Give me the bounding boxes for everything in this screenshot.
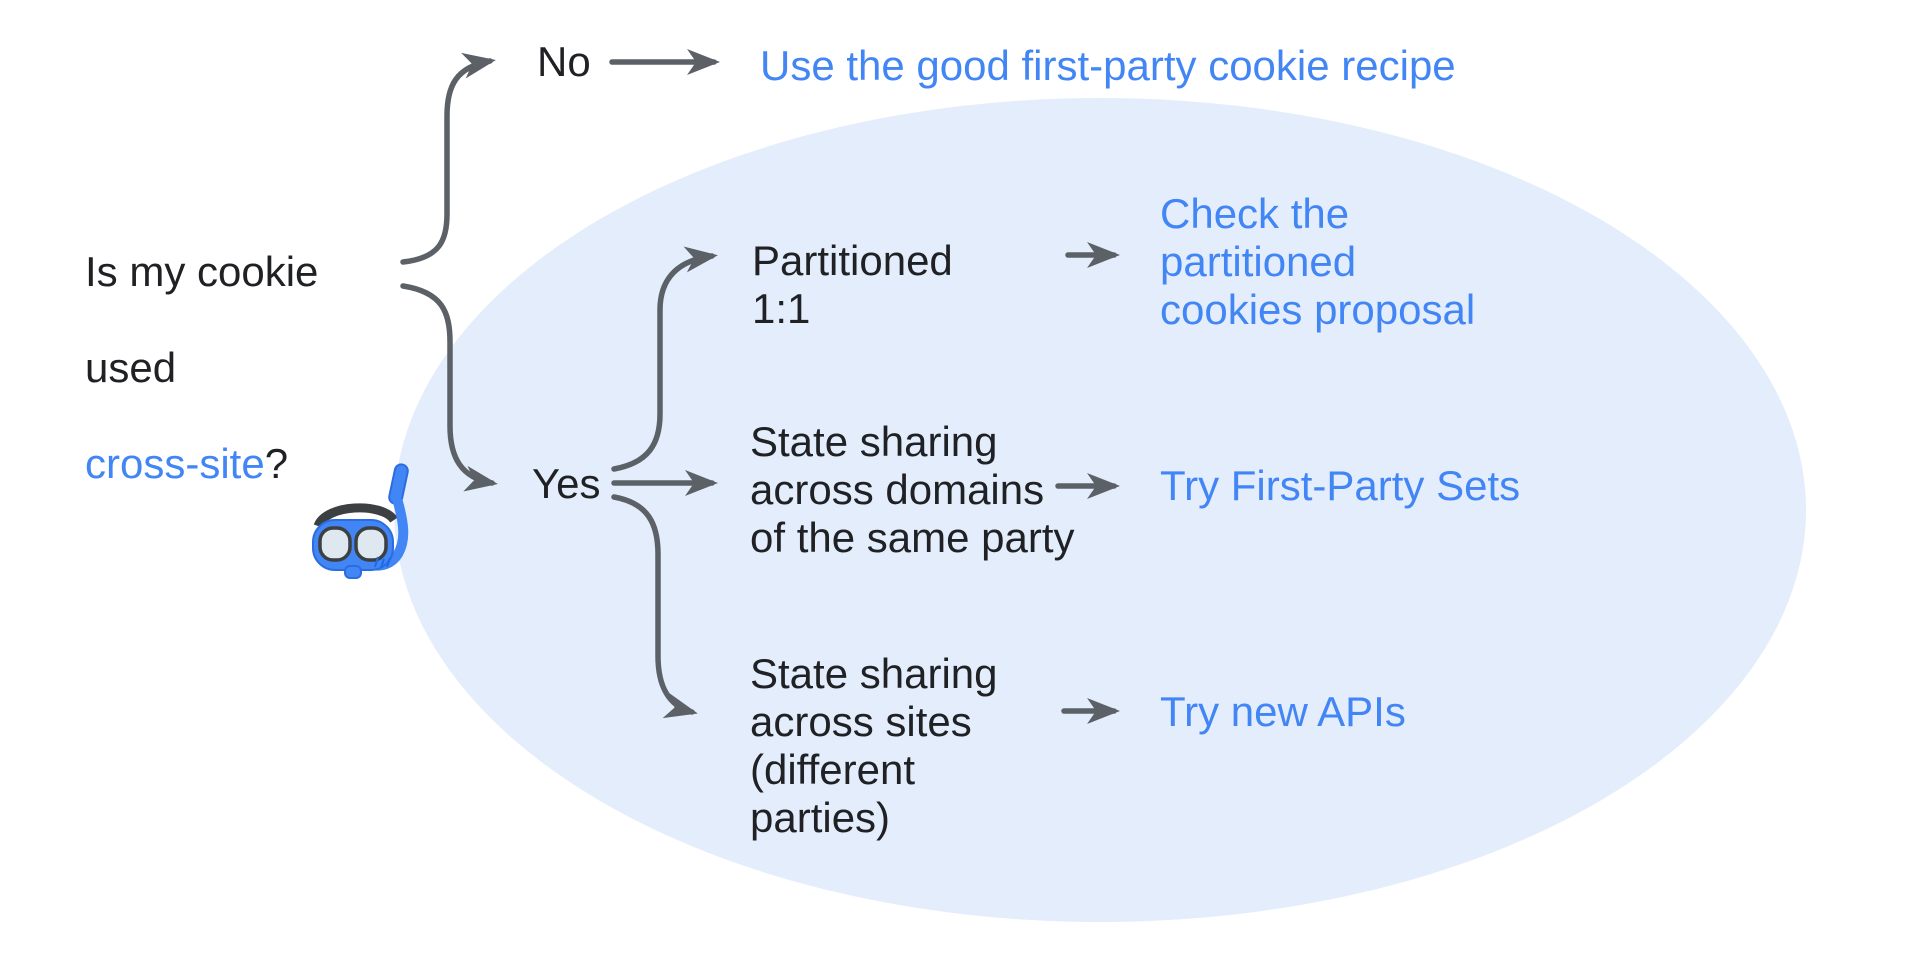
case-same-party-label: State sharing across domains of the same… bbox=[750, 418, 1075, 561]
arrow-question-to-no bbox=[400, 52, 496, 265]
branch-yes-label: Yes bbox=[532, 460, 601, 507]
yes-branch-ellipse bbox=[394, 98, 1806, 922]
first-party-recipe-link[interactable]: Use the good first-party cookie recipe bbox=[760, 42, 1456, 89]
question-line-3: cross-site? bbox=[85, 440, 318, 488]
new-apis-link[interactable]: Try new APIs bbox=[1160, 688, 1406, 735]
question-line-2: used bbox=[85, 344, 177, 391]
arrow-yes-to-sites bbox=[611, 494, 698, 719]
arrow-yes-to-partitioned bbox=[611, 246, 718, 472]
first-party-sets-link[interactable]: Try First-Party Sets bbox=[1160, 462, 1521, 509]
diving-mask-icon bbox=[312, 463, 409, 579]
question-suffix: ? bbox=[264, 440, 289, 487]
partitioned-cookies-proposal-link[interactable]: Check the partitioned cookies proposal bbox=[1160, 190, 1476, 333]
arrow-question-to-yes bbox=[400, 283, 498, 492]
question-line-1: Is my cookie bbox=[85, 248, 319, 295]
branch-no-label: No bbox=[537, 38, 591, 85]
case-partitioned-label: Partitioned 1:1 bbox=[752, 237, 953, 332]
decision-question: Is my cookie used cross-site? bbox=[85, 200, 318, 536]
case-different-parties-label: State sharing across sites (different pa… bbox=[750, 650, 998, 841]
cross-site-link[interactable]: cross-site bbox=[85, 440, 265, 487]
